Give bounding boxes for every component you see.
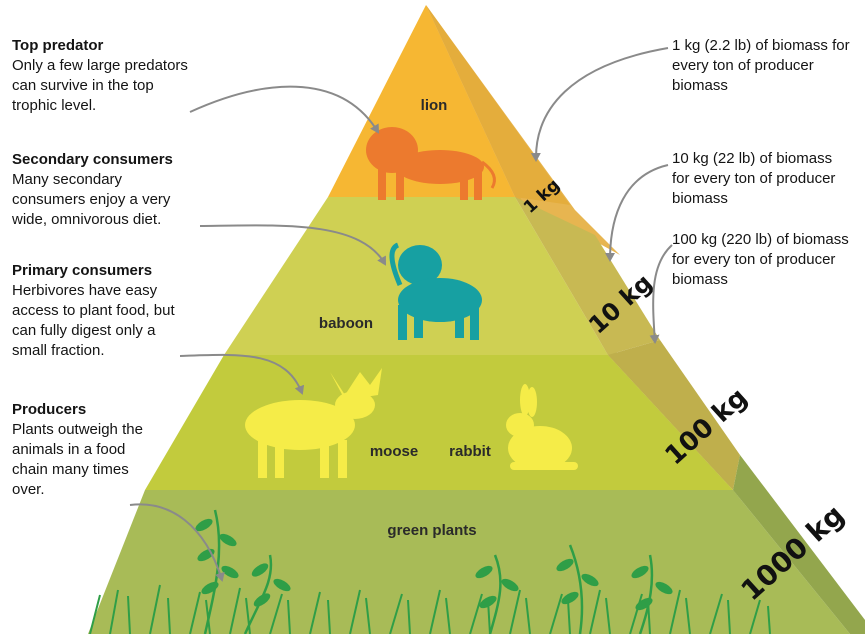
baboon-leg xyxy=(398,305,407,340)
rabbit-ear xyxy=(527,387,537,417)
annotation-heading: Top predator xyxy=(12,36,197,56)
producer-tier-front xyxy=(88,490,850,634)
moose-label: moose xyxy=(370,443,418,460)
lion-leg xyxy=(378,168,386,200)
baboon-leg xyxy=(470,305,479,340)
annotation-heading: Secondary consumers xyxy=(12,150,197,170)
baboon-leg xyxy=(455,308,464,338)
lion-leg xyxy=(396,172,404,200)
annotation-10kg-biomass: 10 kg (22 lb) of biomass for every ton o… xyxy=(672,149,837,209)
annotation-1kg-biomass: 1 kg (2.2 lb) of biomass for every ton o… xyxy=(672,36,852,96)
arrow-10kg xyxy=(610,165,668,260)
moose-leg xyxy=(338,440,347,478)
moose-leg xyxy=(258,440,267,478)
rabbit-head xyxy=(506,413,534,437)
annotation-secondary-consumers: Secondary consumers Many secondary consu… xyxy=(12,150,197,230)
moose-leg xyxy=(320,442,329,478)
annotation-text: Plants outweigh the animals in a food ch… xyxy=(12,420,152,500)
annotation-top-predator: Top predator Only a few large predators … xyxy=(12,36,197,116)
annotation-heading: Producers xyxy=(12,400,152,420)
moose-leg xyxy=(275,442,284,478)
baboon-body xyxy=(398,278,482,322)
green-plants-label: green plants xyxy=(387,522,476,539)
annotation-text: Only a few large predators can survive i… xyxy=(12,56,197,116)
baboon-leg xyxy=(414,308,423,338)
lion-leg xyxy=(474,170,482,200)
annotation-text: Herbivores have easy access to plant foo… xyxy=(12,281,187,361)
annotation-text: Many secondary consumers enjoy a very wi… xyxy=(12,170,197,230)
rabbit-label: rabbit xyxy=(449,443,491,460)
annotation-producers: Producers Plants outweigh the animals in… xyxy=(12,400,152,500)
baboon-label: baboon xyxy=(319,315,373,332)
arrow-1kg xyxy=(536,48,668,160)
annotation-primary-consumers: Primary consumers Herbivores have easy a… xyxy=(12,261,187,361)
arrow-top-predator xyxy=(190,87,378,132)
annotation-heading: Primary consumers xyxy=(12,261,187,281)
rabbit-feet xyxy=(510,462,578,470)
lion-body xyxy=(396,150,484,184)
lion-leg xyxy=(460,172,468,200)
lion-label: lion xyxy=(421,97,448,114)
arrow-100kg xyxy=(653,245,672,342)
annotation-100kg-biomass: 100 kg (220 lb) of biomass for every ton… xyxy=(672,230,852,290)
